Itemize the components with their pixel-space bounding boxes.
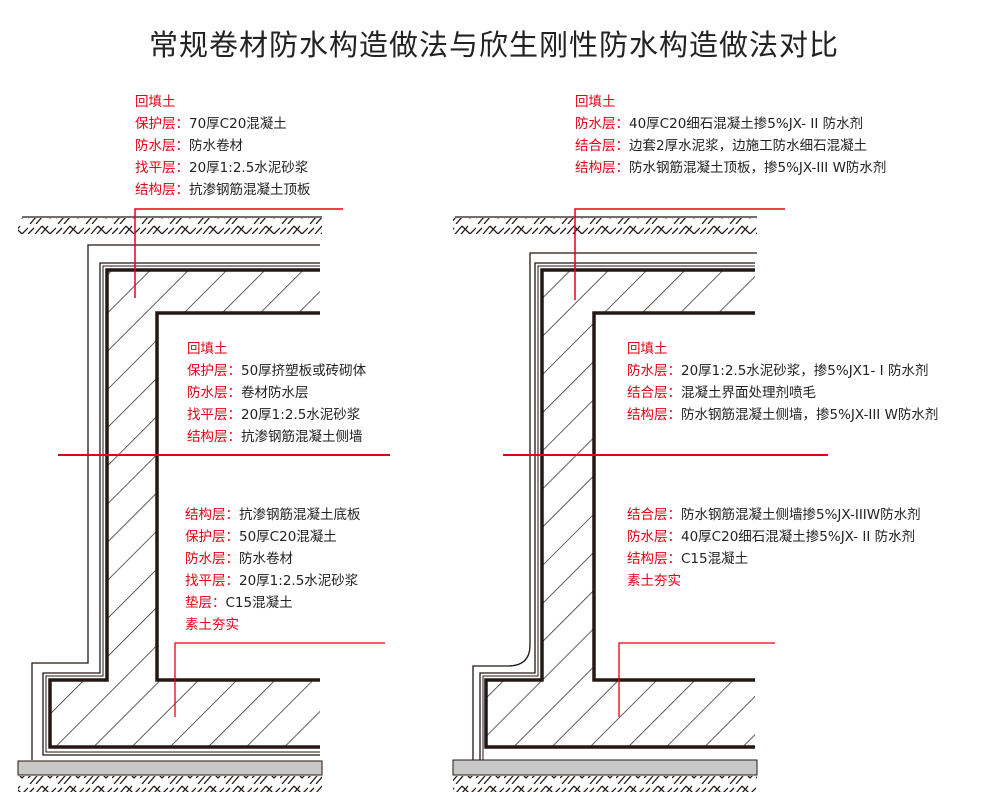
layer-name: 保护层： xyxy=(187,363,241,379)
layer-name: 防水层： xyxy=(627,529,681,545)
label-row: 结合层：防水钢筋混凝土侧墙掺5%JX-IIIW防水剂 xyxy=(627,504,921,526)
layer-name: 防水层： xyxy=(185,551,239,567)
diagram-title: 常规卷材防水构造做法与欣生刚性防水构造做法对比 xyxy=(148,28,839,62)
layer-value: 70厚C20混凝土 xyxy=(189,116,287,132)
top-leader-line xyxy=(134,208,343,298)
layer-value: 混凝土界面处理剂喷毛 xyxy=(681,385,816,401)
bottom-leader-line xyxy=(174,642,385,717)
layer-value: C15混凝土 xyxy=(681,551,749,567)
layer-name: 保护层： xyxy=(135,116,189,132)
label-row: 找平层：20厚1:2.5水泥砂浆 xyxy=(185,570,361,592)
layer-value: 边套2厚水泥浆，边施工防水细石混凝土 xyxy=(629,138,868,154)
layer-value: 防水钢筋混凝土侧墙掺5%JX-IIIW防水剂 xyxy=(681,507,921,523)
label-row: 找平层：20厚1:2.5水泥砂浆 xyxy=(187,404,366,426)
layer-value: 抗渗钢筋混凝土底板 xyxy=(239,507,361,523)
layer-name: 结构层： xyxy=(627,551,681,567)
layer-value: 防水钢筋混凝土侧墙，掺5%JX-III W防水剂 xyxy=(681,407,939,423)
waterproof-membrane xyxy=(42,262,320,756)
layer-value: 20厚1:2.5水泥砂浆，掺5%JX1- Ⅰ 防水剂 xyxy=(681,363,929,379)
base-cushion-slab xyxy=(17,760,323,776)
right-bottom-label: 结合层：防水钢筋混凝土侧墙掺5%JX-IIIW防水剂 防水层：40厚C20细石混… xyxy=(627,504,921,592)
label-row: 结构层：抗渗钢筋混凝土顶板 xyxy=(135,179,311,201)
layer-name: 结构层： xyxy=(575,160,629,176)
protection-layer xyxy=(31,244,320,760)
label-row: 防水层：20厚1:2.5水泥砂浆，掺5%JX1- Ⅰ 防水剂 xyxy=(627,360,938,382)
label-row: 结构层：防水钢筋混凝土顶板，掺5%JX-III W防水剂 xyxy=(575,157,886,179)
bonding-layer xyxy=(479,262,755,760)
layer-value: 防水卷材 xyxy=(239,551,293,567)
label-row: 结构层：C15混凝土 xyxy=(627,548,921,570)
layer-name: 保护层： xyxy=(185,529,239,545)
label-row: 结合层：边套2厚水泥浆，边施工防水细石混凝土 xyxy=(575,135,886,157)
left-top-label: 回填土 保护层：70厚C20混凝土 防水层：防水卷材 找平层：20厚1:2.5水… xyxy=(135,91,311,201)
layer-value: 抗渗钢筋混凝土顶板 xyxy=(189,182,311,198)
layer-name: 结构层： xyxy=(185,507,239,523)
layer-value: 20厚1:2.5水泥砂浆 xyxy=(189,160,309,176)
layer-value: 抗渗钢筋混凝土侧墙 xyxy=(241,429,363,445)
layer-name: 防水层： xyxy=(135,138,189,154)
layer-name: 防水层： xyxy=(627,363,681,379)
layer-name: 垫层： xyxy=(185,595,226,611)
layer-value: 防水钢筋混凝土顶板，掺5%JX-III W防水剂 xyxy=(629,160,887,176)
label-row: 保护层：50厚C20混凝土 xyxy=(185,526,361,548)
layer-value: 防水卷材 xyxy=(189,138,243,154)
layer-name: 找平层： xyxy=(185,573,239,589)
label-row: 防水层：40厚C20细石混凝土掺5%JX- II 防水剂 xyxy=(627,526,921,548)
right-middle-label: 回填土 防水层：20厚1:2.5水泥砂浆，掺5%JX1- Ⅰ 防水剂 结合层：混… xyxy=(627,338,938,426)
label-heading: 回填土 xyxy=(135,94,176,110)
label-heading: 回填土 xyxy=(575,94,616,110)
label-footer: 素土夯实 xyxy=(627,573,681,589)
layer-name: 结构层： xyxy=(187,429,241,445)
conventional-membrane-section xyxy=(17,208,390,792)
rigid-waterproof-layer xyxy=(472,252,757,760)
backfill-soil-hatch xyxy=(453,218,757,234)
label-row: 保护层：50厚挤塑板或砖砌体 xyxy=(187,360,366,382)
layer-value: 50厚挤塑板或砖砌体 xyxy=(241,363,367,379)
layer-name: 结构层： xyxy=(135,182,189,198)
label-row: 结合层：混凝土界面处理剂喷毛 xyxy=(627,382,938,404)
layer-name: 找平层： xyxy=(135,160,189,176)
layer-value: 20厚1:2.5水泥砂浆 xyxy=(241,407,361,423)
label-row: 防水层：防水卷材 xyxy=(135,135,311,157)
bottom-leader-line xyxy=(618,642,775,717)
left-middle-label: 回填土 保护层：50厚挤塑板或砖砌体 防水层：卷材防水层 找平层：20厚1:2.… xyxy=(187,338,366,448)
concrete-structure xyxy=(486,270,755,747)
label-row: 结构层：防水钢筋混凝土侧墙，掺5%JX-III W防水剂 xyxy=(627,404,938,426)
label-row: 结构层：抗渗钢筋混凝土底板 xyxy=(185,504,361,526)
layer-name: 防水层： xyxy=(575,116,629,132)
layer-name: 防水层： xyxy=(187,385,241,401)
layer-value: 40厚C20细石混凝土掺5%JX- II 防水剂 xyxy=(629,116,864,132)
top-leader-line xyxy=(574,208,785,300)
label-row: 防水层：40厚C20细石混凝土掺5%JX- II 防水剂 xyxy=(575,113,886,135)
compacted-soil-hatch xyxy=(453,776,757,792)
layer-value: C15混凝土 xyxy=(225,595,293,611)
concrete-structure xyxy=(50,270,320,747)
label-row: 防水层：防水卷材 xyxy=(185,548,361,570)
backfill-soil-hatch xyxy=(18,218,322,234)
label-row: 找平层：20厚1:2.5水泥砂浆 xyxy=(135,157,311,179)
base-cushion-slab xyxy=(452,759,758,776)
label-row: 结构层：抗渗钢筋混凝土侧墙 xyxy=(187,426,366,448)
label-footer: 素土夯实 xyxy=(185,617,239,633)
compacted-soil-hatch xyxy=(18,776,322,792)
layer-value: 卷材防水层 xyxy=(241,385,309,401)
layer-name: 结合层： xyxy=(627,385,681,401)
left-bottom-label: 结构层：抗渗钢筋混凝土底板 保护层：50厚C20混凝土 防水层：防水卷材 找平层… xyxy=(185,504,361,636)
label-heading: 回填土 xyxy=(187,341,228,357)
label-row: 防水层：卷材防水层 xyxy=(187,382,366,404)
label-heading: 回填土 xyxy=(627,341,668,357)
rigid-waterproof-section xyxy=(452,208,828,792)
layer-name: 结构层： xyxy=(627,407,681,423)
layer-name: 找平层： xyxy=(187,407,241,423)
label-row: 保护层：70厚C20混凝土 xyxy=(135,113,311,135)
layer-value: 40厚C20细石混凝土掺5%JX- II 防水剂 xyxy=(681,529,916,545)
label-row: 垫层：C15混凝土 xyxy=(185,592,361,614)
right-top-label: 回填土 防水层：40厚C20细石混凝土掺5%JX- II 防水剂 结合层：边套2… xyxy=(575,91,886,179)
layer-value: 20厚1:2.5水泥砂浆 xyxy=(239,573,359,589)
layer-name: 结合层： xyxy=(627,507,681,523)
layer-value: 50厚C20混凝土 xyxy=(239,529,337,545)
layer-name: 结合层： xyxy=(575,138,629,154)
